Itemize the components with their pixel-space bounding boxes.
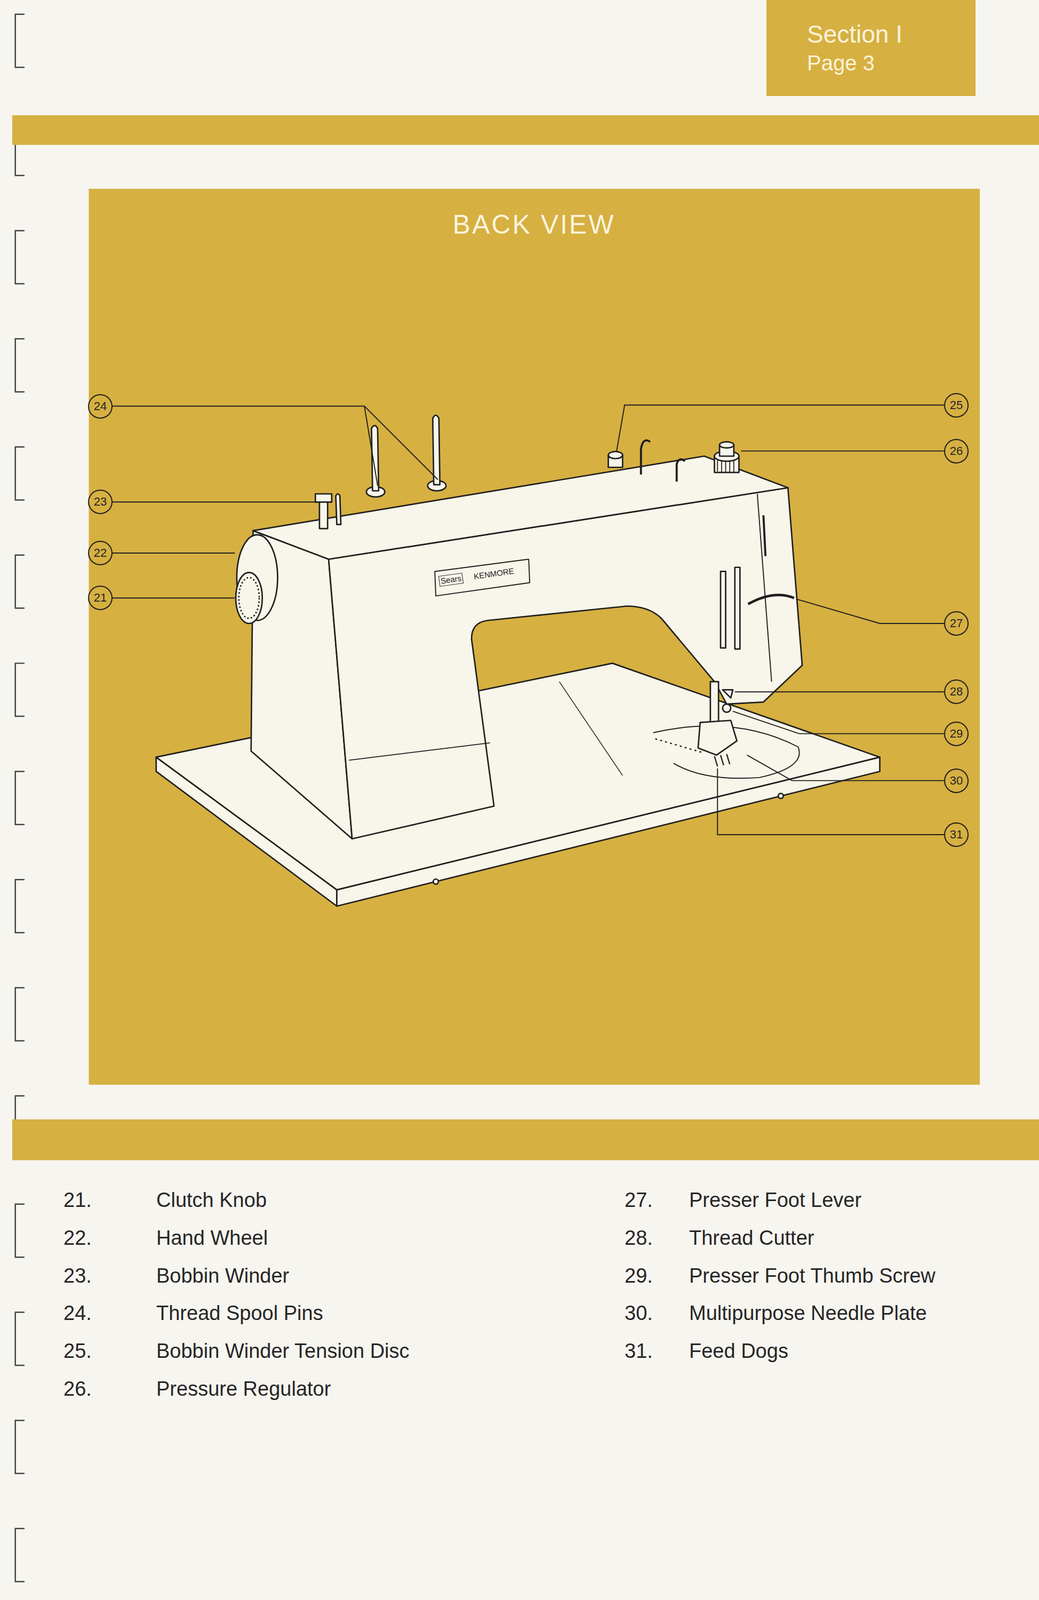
- figure-panel: [88, 188, 980, 1085]
- part-list-item: Feed Dogs: [689, 1339, 789, 1363]
- part-list-item: Pressure Regulator: [156, 1377, 331, 1401]
- callout-number: 31: [944, 822, 969, 847]
- binding-mark: [15, 987, 25, 1041]
- binding-mark: [15, 771, 25, 825]
- callout-number: 21: [88, 585, 113, 611]
- binding-mark: [15, 663, 25, 717]
- section-tab: Section IPage 3: [766, 0, 976, 97]
- part-list-item: Thread Cutter: [689, 1226, 814, 1250]
- section-text: Section I: [806, 19, 976, 50]
- callout-number: 23: [88, 489, 113, 515]
- callout-number: 22: [88, 540, 113, 566]
- part-list-item: 23.: [63, 1264, 92, 1288]
- binding-marks: [15, 14, 25, 1582]
- figure-title: BACK VIEW: [452, 209, 616, 240]
- binding-mark: [15, 1204, 25, 1258]
- leader-lines: [112, 405, 945, 835]
- part-list-item: 22.: [63, 1226, 92, 1250]
- binding-mark: [15, 446, 25, 500]
- callout-number: 24: [88, 394, 113, 419]
- binding-mark: [15, 1528, 25, 1582]
- bottom-band: [12, 1119, 1039, 1161]
- callout-number: 27: [944, 611, 969, 636]
- part-list-item: 25.: [63, 1339, 92, 1363]
- part-list-item: 30.: [624, 1301, 653, 1325]
- binding-mark: [15, 14, 25, 68]
- binding-mark: [15, 230, 25, 284]
- section-text: Page 3: [806, 49, 976, 77]
- part-list-item: Multipurpose Needle Plate: [689, 1301, 927, 1325]
- binding-mark: [15, 1420, 25, 1474]
- part-list-item: Presser Foot Lever: [689, 1188, 862, 1212]
- binding-mark: [15, 338, 25, 392]
- part-list-item: 26.: [63, 1377, 92, 1401]
- part-list-item: Bobbin Winder: [156, 1264, 290, 1288]
- part-list-item: 29.: [624, 1264, 653, 1288]
- callout-number: 25: [944, 393, 969, 418]
- part-list-item: 21.: [63, 1188, 92, 1212]
- callout-number: 26: [944, 438, 969, 464]
- part-list-item: Thread Spool Pins: [156, 1301, 324, 1325]
- part-list-item: 24.: [63, 1301, 92, 1325]
- callout-number: 30: [944, 768, 969, 794]
- sewing-machine: [156, 415, 881, 907]
- callout-number: 28: [944, 679, 969, 705]
- part-list-item: Bobbin Winder Tension Disc: [156, 1339, 410, 1363]
- part-list-item: Hand Wheel: [156, 1226, 268, 1250]
- binding-mark: [15, 555, 25, 609]
- binding-mark: [15, 879, 25, 933]
- part-list-item: Presser Foot Thumb Screw: [689, 1264, 936, 1288]
- part-list-item: Clutch Knob: [156, 1188, 267, 1212]
- callout-number: 29: [944, 721, 969, 747]
- top-band: [12, 115, 1039, 145]
- part-list-item: 28.: [624, 1226, 653, 1250]
- part-list-item: 27.: [624, 1188, 653, 1212]
- part-list-item: 31.: [624, 1339, 653, 1363]
- binding-mark: [15, 1312, 25, 1365]
